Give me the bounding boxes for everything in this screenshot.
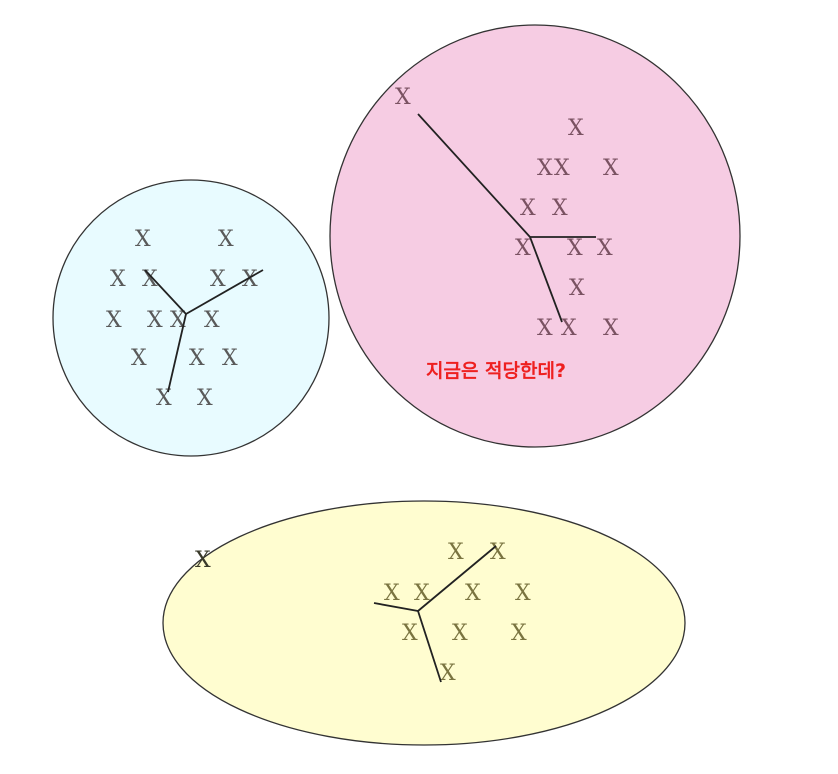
yellow-marker: X xyxy=(402,621,418,646)
pink-marker: X xyxy=(561,316,577,341)
pink-marker: X xyxy=(515,236,531,261)
pink-marker: X xyxy=(603,316,619,341)
pink-marker: X xyxy=(568,116,584,141)
pink-marker: X xyxy=(603,156,619,181)
question-caption: 지금은 적당한데? xyxy=(426,360,566,382)
yellow-cluster-branches xyxy=(373,545,497,683)
blue-cluster-boundary xyxy=(52,179,330,457)
yellow-marker: X xyxy=(465,581,481,606)
yellow-cluster: X X X X X X X X X X X xyxy=(162,500,686,746)
yellow-marker: X xyxy=(440,661,456,686)
pink-marker: X xyxy=(569,276,585,301)
pink-marker: X xyxy=(552,196,568,221)
yellow-marker: X xyxy=(384,581,400,606)
pink-branch xyxy=(529,236,563,323)
blue-marker: X xyxy=(142,267,158,292)
blue-marker: X xyxy=(242,267,258,292)
yellow-branch xyxy=(373,602,419,612)
pink-marker: X xyxy=(537,156,553,181)
yellow-marker: X xyxy=(448,540,464,565)
yellow-marker: X xyxy=(452,621,468,646)
blue-marker: X xyxy=(222,346,238,371)
pink-cluster-markers: X X X X X X X X X X X X X X xyxy=(395,85,619,341)
blue-cluster-markers: X X X X X X X X X X X X X X X xyxy=(106,227,258,411)
blue-marker: X xyxy=(189,346,205,371)
blue-marker: X xyxy=(156,386,172,411)
yellow-marker: X xyxy=(511,621,527,646)
yellow-cluster-boundary xyxy=(162,500,686,746)
blue-marker: X xyxy=(204,308,220,333)
pink-marker: X xyxy=(567,236,583,261)
blue-marker: X xyxy=(170,308,186,333)
blue-branch xyxy=(185,269,264,315)
blue-marker: X xyxy=(218,227,234,252)
yellow-cluster-markers: X X X X X X X X X X X xyxy=(195,540,531,686)
blue-cluster: X X X X X X X X X X X X X X X xyxy=(52,179,330,457)
blue-marker: X xyxy=(135,227,151,252)
yellow-marker: X xyxy=(490,540,506,565)
outlier-marker: X xyxy=(195,548,211,573)
blue-marker: X xyxy=(147,308,163,333)
pink-cluster: X X X X X X X X X X X X X X 지금은 적당한데? xyxy=(329,24,741,448)
yellow-branch xyxy=(417,545,497,612)
pink-marker: X xyxy=(520,196,536,221)
pink-cluster-boundary xyxy=(329,24,741,448)
blue-marker: X xyxy=(110,267,126,292)
yellow-marker: X xyxy=(515,581,531,606)
blue-marker: X xyxy=(210,267,226,292)
blue-marker: X xyxy=(106,308,122,333)
yellow-branch xyxy=(417,610,442,683)
blue-cluster-branches xyxy=(144,269,264,393)
pink-marker: X xyxy=(395,85,411,110)
yellow-marker: X xyxy=(414,581,430,606)
blue-branch xyxy=(167,313,187,393)
pink-branch xyxy=(417,113,531,238)
blue-branch xyxy=(144,269,187,315)
pink-marker: X xyxy=(554,156,570,181)
pink-cluster-branches xyxy=(417,113,596,323)
pink-marker: X xyxy=(597,236,613,261)
pink-marker: X xyxy=(537,316,553,341)
blue-marker: X xyxy=(197,386,213,411)
blue-marker: X xyxy=(131,346,147,371)
